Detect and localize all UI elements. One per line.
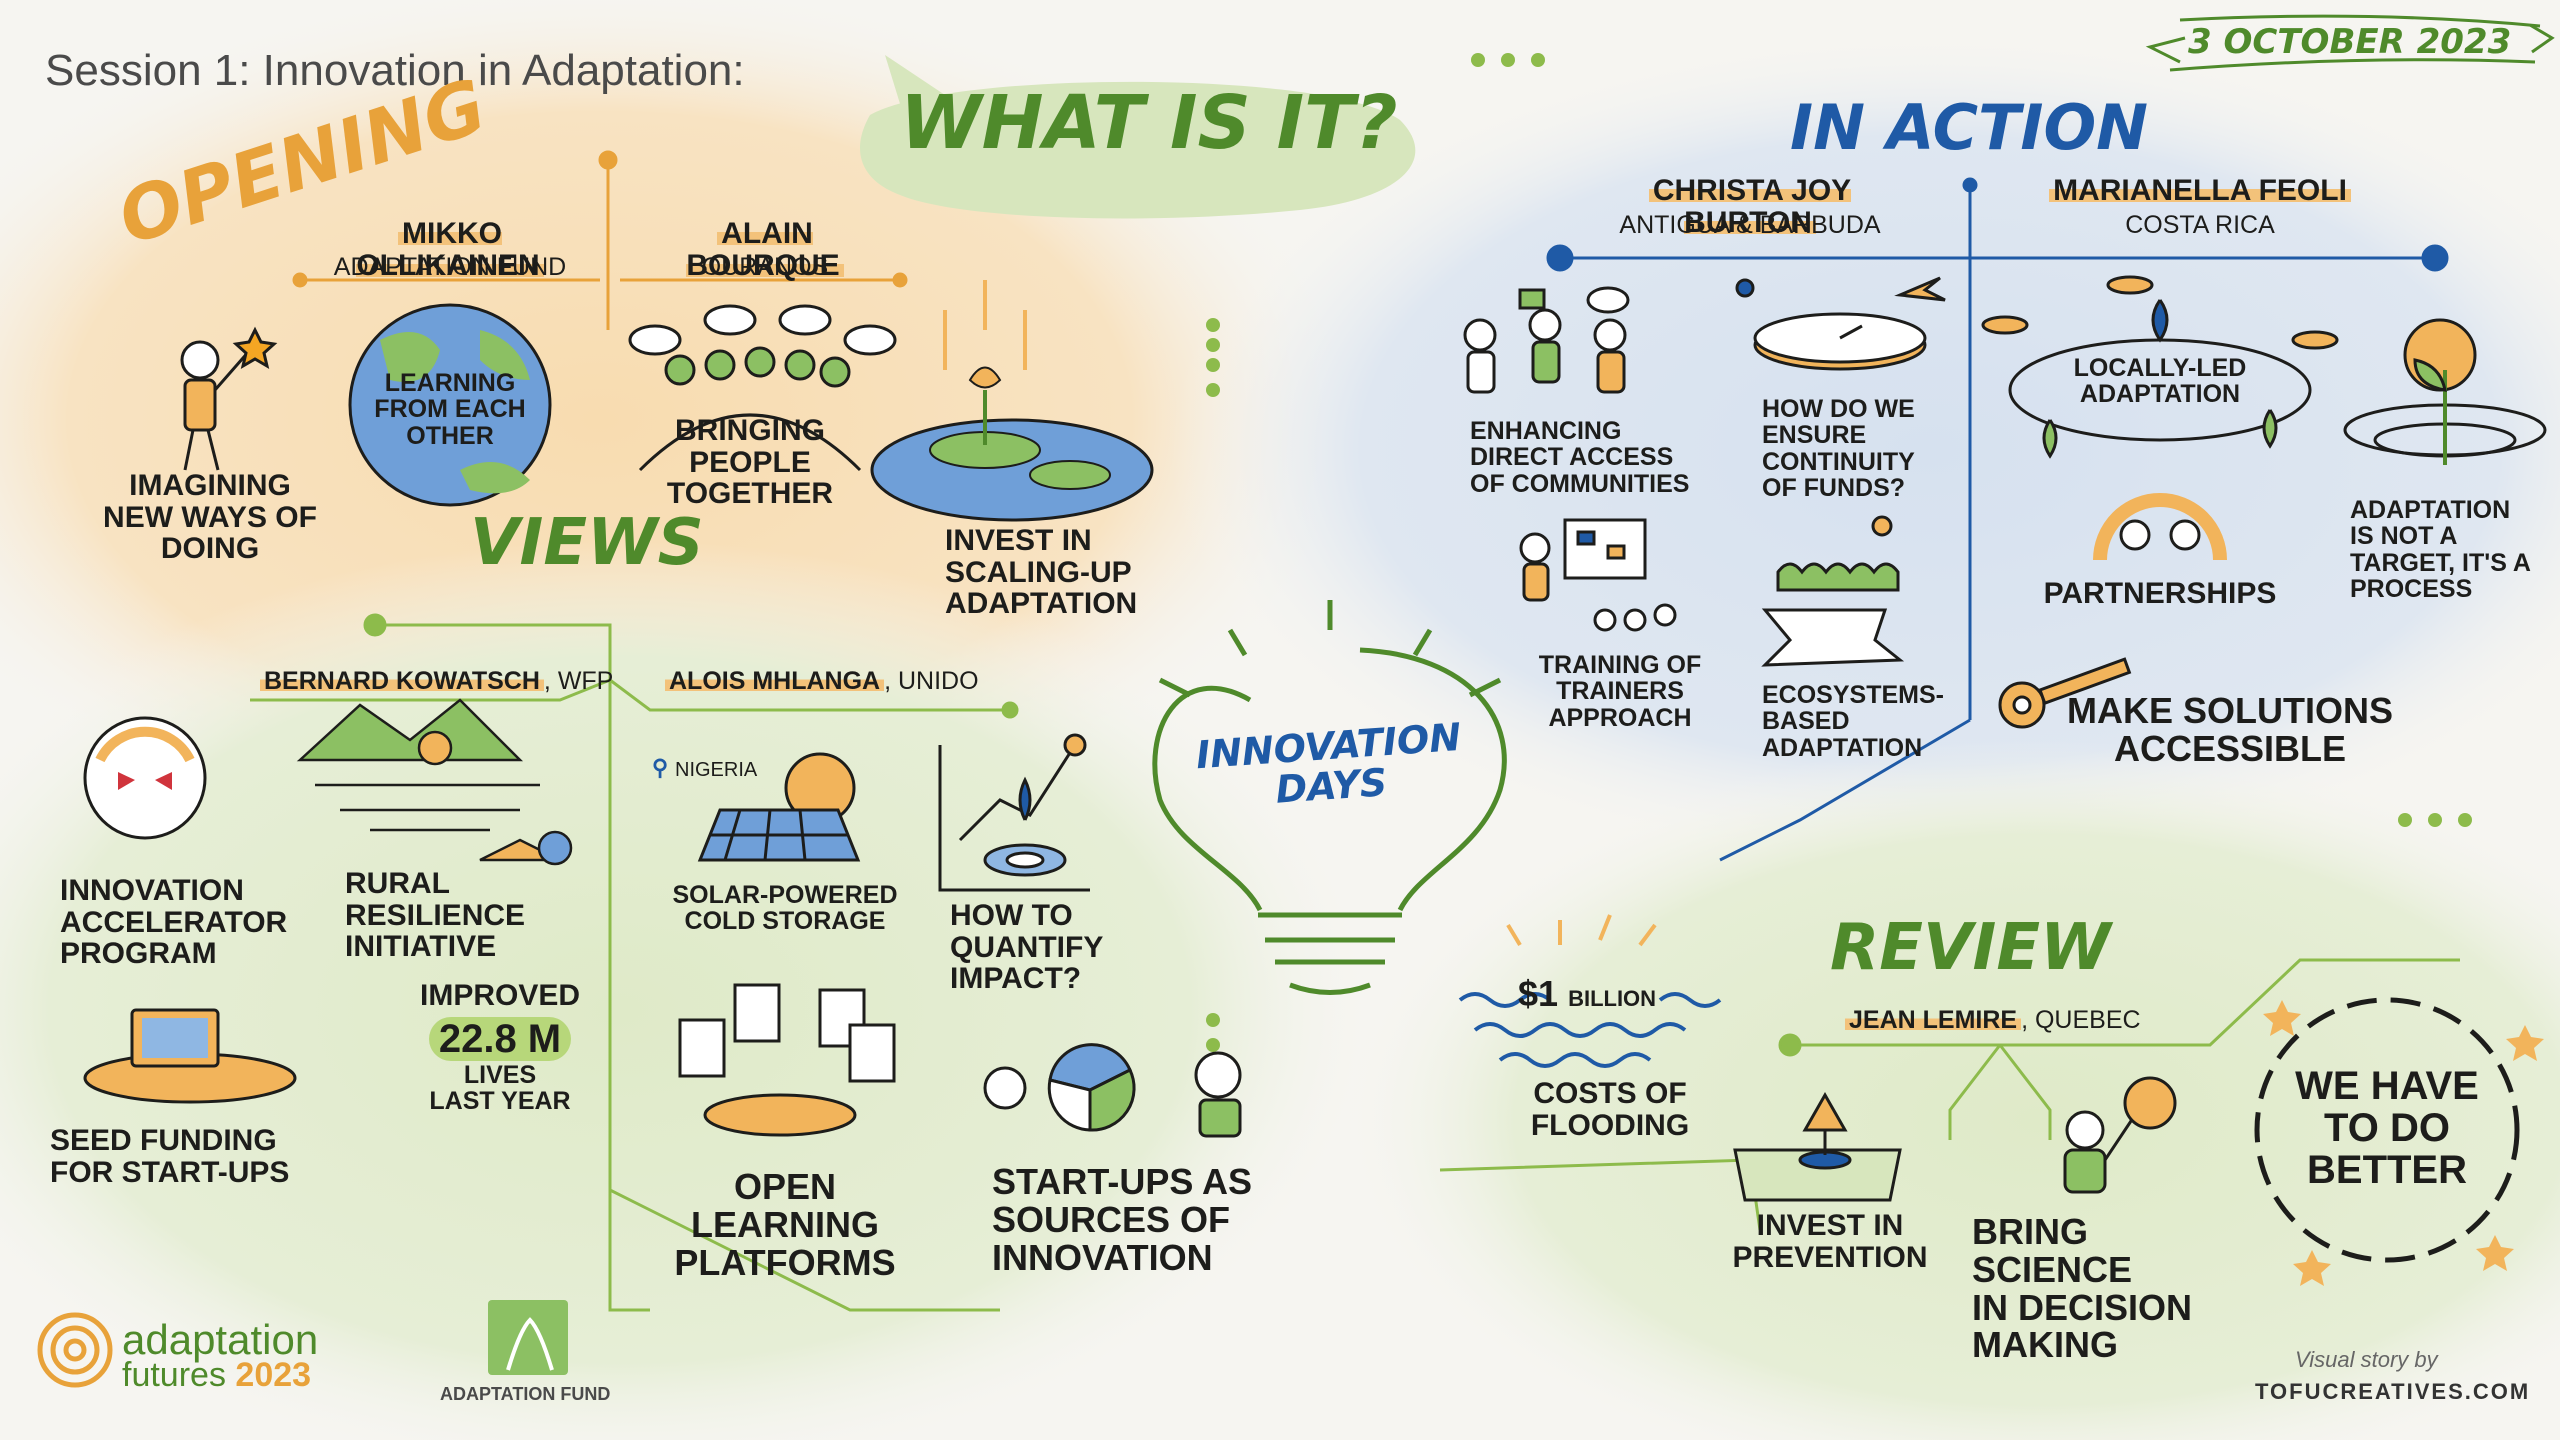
- stars: [2263, 1000, 2544, 1286]
- direct-access-label: ENHANCING DIRECT ACCESS OF COMMUNITIES: [1470, 417, 1690, 498]
- impact-chart: [938, 733, 1090, 892]
- learning-label: LEARNING FROM EACH OTHER: [374, 369, 526, 450]
- in-action-title: IN ACTION: [1790, 91, 2149, 164]
- review-speaker: JEAN LEMIRE, QUEBEC: [1845, 1006, 2141, 1034]
- imagining-figure: [180, 326, 278, 471]
- locally-led-diagram: [1981, 275, 2339, 459]
- accelerator-label: INNOVATION ACCELERATOR PROGRAM: [60, 874, 288, 970]
- rural-label: RURAL RESILIENCE INITIATIVE: [345, 867, 526, 963]
- seed-funding-label: SEED FUNDING FOR START-UPS: [50, 1124, 290, 1189]
- views-speaker-1: BERNARD KOWATSCH, WFP: [260, 667, 613, 695]
- direct-access-people: [1463, 286, 1630, 394]
- session-title: Session 1: Innovation in Adaptation:: [45, 46, 745, 95]
- opening-speaker-1-org: ADAPTATION FUND: [333, 253, 567, 281]
- views-connectors: [250, 613, 1019, 1312]
- startups-puzzle: [983, 1043, 1242, 1138]
- training-board: [1519, 518, 1677, 632]
- partnership-handshake: [2093, 493, 2227, 561]
- bringing-label: BRINGING PEOPLE TOGETHER: [666, 414, 834, 510]
- better-badge: [2254, 997, 2520, 1263]
- process-sprout: [2343, 318, 2547, 465]
- solution-key: [1998, 657, 2132, 729]
- in-action-speaker-1-org: ANTIGUA & BARBUDA: [1619, 211, 1881, 239]
- invest-label: INVEST IN SCALING-UP ADAPTATION: [945, 524, 1138, 620]
- science-label: BRING SCIENCE IN DECISION MAKING: [1972, 1211, 2193, 1366]
- location-pin-icon: ⚲: [652, 755, 669, 780]
- solar-panel: [697, 752, 861, 862]
- date-label: 3 OCTOBER 2023: [2188, 22, 2512, 62]
- lives-value: 22.8 M: [420, 1017, 580, 1061]
- credit-line-2: TOFUCREATIVES.COM: [2255, 1379, 2531, 1404]
- review-title: REVIEW: [1830, 911, 2111, 985]
- opening-speaker-2-org: OURANOS: [701, 253, 829, 281]
- opening-speaker-2-name: ALAIN BOURQUE: [640, 217, 890, 282]
- rural-landscape: [296, 698, 573, 866]
- partnerships-label: PARTNERSHIPS: [2043, 577, 2277, 610]
- do-better-label: WE HAVE TO DO BETTER: [2295, 1064, 2479, 1192]
- process-label: ADAPTATION IS NOT A TARGET, IT'S A PROCE…: [2350, 496, 2531, 603]
- solar-label: SOLAR-POWERED COLD STORAGE: [672, 881, 898, 936]
- adaptation-futures-logo-mark: [37, 1312, 113, 1388]
- scaling-island: [870, 280, 1154, 522]
- continuity-label: HOW DO WE ENSURE CONTINUITY OF FUNDS?: [1762, 395, 1915, 502]
- continuity-disk: [1735, 276, 1946, 371]
- flooding-label: COSTS OF FLOODING: [1530, 1077, 1690, 1142]
- flooding-waves: [1458, 914, 1722, 1068]
- ecosystems-label: ECOSYSTEMS- BASED ADAPTATION: [1762, 681, 1944, 762]
- improved-label: IMPROVED: [420, 979, 581, 1012]
- in-action-speaker-2-org: COSTA RICA: [2125, 211, 2275, 239]
- prevention-label: INVEST IN PREVENTION: [1732, 1209, 1928, 1274]
- imagining-label: IMAGINING NEW WAYS OF DOING: [103, 469, 317, 565]
- in-action-speaker-1-name: CHRISTA JOY BURTON: [1580, 174, 1920, 239]
- review-connectors: [1439, 958, 2460, 1231]
- science-figure: [2063, 1076, 2177, 1194]
- question-bubble-tail: [885, 55, 960, 120]
- views-wash: [0, 540, 1380, 1440]
- quantify-label: HOW TO QUANTIFY IMPACT?: [950, 899, 1104, 995]
- adaptation-futures-logo-line2: futures 2023: [122, 1356, 312, 1394]
- innovation-lightbulb: [1152, 600, 1507, 995]
- credit-line-1: Visual story by: [2295, 1347, 2438, 1372]
- ecosystems-puzzle: [1761, 515, 1905, 667]
- question-heading: WHAT IS IT?: [900, 80, 1398, 166]
- startups-label: START-UPs AS SOURCES OF INNOVATION: [992, 1161, 1253, 1278]
- open-learning-label: OPEN LEARNING PLATFORMS: [674, 1166, 896, 1283]
- decor-dots: [1206, 53, 2472, 1077]
- in-action-connectors: [1546, 177, 2449, 862]
- learning-globe: [348, 303, 552, 507]
- views-title: VIEWS: [470, 506, 704, 580]
- question-bubble: [860, 81, 1416, 219]
- billion-value: $1 BILLION: [1518, 973, 1657, 1014]
- in-action-wash: [1170, 30, 2560, 870]
- review-wash: [1340, 740, 2560, 1440]
- adaptation-fund-logo-text: ADAPTATION FUND: [440, 1384, 611, 1404]
- open-learning-platform: [678, 983, 896, 1137]
- views-speaker-2: ALOIS MHLANGA, UNIDO: [665, 667, 979, 695]
- accelerator-bulb: [83, 716, 207, 840]
- lives-label: LIVES LAST YEAR: [429, 1061, 571, 1116]
- date-banner: [2145, 14, 2555, 72]
- adaptation-futures-logo-line1: adaptation: [122, 1316, 319, 1363]
- bringing-people-arc: [628, 304, 897, 472]
- seed-funding-stage: [83, 1008, 297, 1104]
- opening-speaker-1-name: MIKKO OLLIKAINEN: [315, 217, 585, 282]
- locally-led-label: LOCALLY-LED ADAPTATION: [2073, 354, 2247, 409]
- training-label: TRAINING OF TRAINERS APPROACH: [1538, 651, 1702, 732]
- nigeria-label: NIGERIA: [675, 759, 758, 781]
- in-action-speaker-2-name: MARIANELLA FEOLI: [2045, 174, 2355, 207]
- adaptation-fund-logo-mark: [488, 1300, 568, 1375]
- accessible-label: MAKE SOLUTIONS ACCESSIBLE: [2066, 690, 2393, 769]
- prevention-map: [1733, 1091, 1902, 1202]
